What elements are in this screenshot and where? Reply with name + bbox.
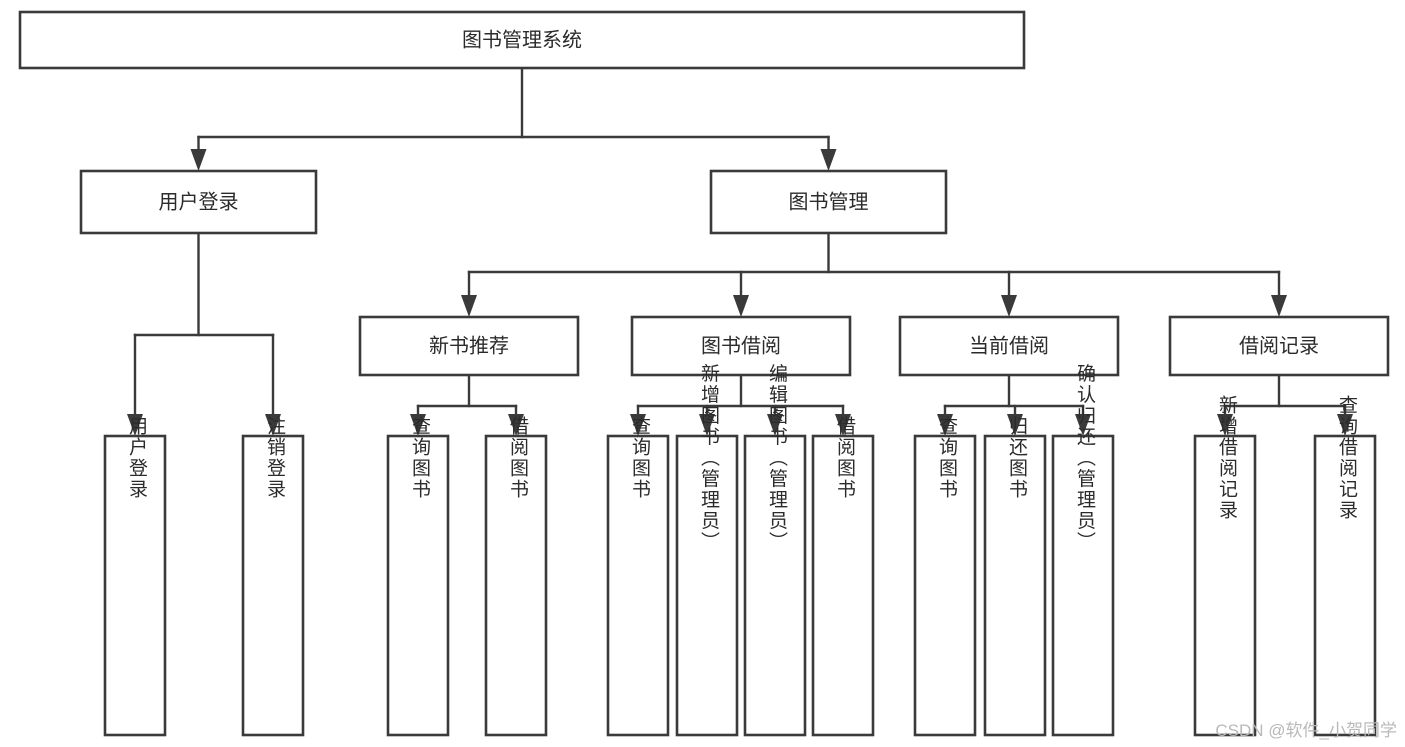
edge-group-book-borrow <box>630 373 851 436</box>
arrow-head-icon <box>190 149 207 171</box>
node-label-leaf-query-book-2: 查询图书 <box>629 416 651 500</box>
node-leaf-borrow-book-2[interactable]: 借阅图书 <box>811 416 875 737</box>
node-label-new-book-rec: 新书推荐 <box>429 334 509 357</box>
node-label-borrow-record: 借阅记录 <box>1239 334 1319 357</box>
node-leaf-add-book[interactable]: 新增图书（管理员） <box>675 363 739 737</box>
arrow-head-icon <box>1007 414 1023 436</box>
node-leaf-edit-book[interactable]: 编辑图书（管理员） <box>743 363 807 737</box>
edge-group-borrow-record <box>1217 373 1353 436</box>
node-current-borrow[interactable]: 当前借阅 <box>898 315 1120 377</box>
node-label-leaf-borrow-book-2: 借阅图书 <box>834 416 856 500</box>
node-user-login[interactable]: 用户登录 <box>79 169 318 235</box>
edges-layer <box>127 66 1353 436</box>
node-book-borrow[interactable]: 图书借阅 <box>630 315 852 377</box>
node-box-leaf-confirm-return <box>1051 434 1115 737</box>
node-box-leaf-query-book-3 <box>913 434 977 737</box>
node-box-borrow-record <box>1168 315 1390 377</box>
arrow-head-icon <box>1075 414 1091 436</box>
arrow-head-icon <box>767 414 783 436</box>
node-box-leaf-query-record <box>1313 434 1377 737</box>
arrow-head-icon <box>937 414 953 436</box>
node-leaf-return-book[interactable]: 归还图书 <box>983 416 1047 737</box>
node-root[interactable]: 图书管理系统 <box>18 10 1026 70</box>
arrow-head-icon <box>461 295 477 317</box>
watermark-label: CSDN @软件_小贺同学 <box>1215 721 1397 740</box>
arrow-head-icon <box>1337 414 1353 436</box>
node-leaf-query-record[interactable]: 查询借阅记录 <box>1313 395 1377 737</box>
node-box-leaf-query-book-1 <box>386 434 450 737</box>
node-box-leaf-borrow-book-1 <box>484 434 548 737</box>
edge-group-current-borrow <box>937 373 1091 436</box>
node-label-leaf-query-book-3: 查询图书 <box>936 416 958 500</box>
node-label-leaf-query-record: 查询借阅记录 <box>1336 395 1358 521</box>
node-box-leaf-user-login <box>103 434 167 737</box>
edge-group-new-book-rec <box>410 373 524 436</box>
arrow-head-icon <box>410 414 426 436</box>
node-label-leaf-query-book-1: 查询图书 <box>409 416 431 500</box>
node-label-book-manage: 图书管理 <box>789 190 869 213</box>
node-label-leaf-borrow-book-1: 借阅图书 <box>507 416 529 500</box>
node-box-leaf-query-book-2 <box>606 434 670 737</box>
edge-group-root <box>190 66 837 171</box>
node-box-leaf-user-logout <box>241 434 305 737</box>
arrow-head-icon <box>630 414 646 436</box>
node-new-book-rec[interactable]: 新书推荐 <box>358 315 580 377</box>
node-label-book-borrow: 图书借阅 <box>701 334 781 357</box>
node-box-user-login <box>79 169 318 235</box>
node-box-leaf-borrow-book-2 <box>811 434 875 737</box>
arrow-head-icon <box>733 295 749 317</box>
nodes-layer: 图书管理系统用户登录图书管理新书推荐图书借阅当前借阅借阅记录用户登录注销登录查询… <box>18 10 1390 737</box>
node-label-root: 图书管理系统 <box>462 28 582 51</box>
arrow-head-icon <box>1217 414 1233 436</box>
node-leaf-confirm-return[interactable]: 确认归还（管理员） <box>1051 363 1115 737</box>
node-label-leaf-return-book: 归还图书 <box>1006 416 1028 500</box>
node-label-leaf-add-record: 新增借阅记录 <box>1216 395 1238 521</box>
node-leaf-query-book-2[interactable]: 查询图书 <box>606 416 670 737</box>
node-box-root <box>18 10 1026 70</box>
arrow-head-icon <box>835 414 851 436</box>
node-leaf-query-book-1[interactable]: 查询图书 <box>386 416 450 737</box>
node-box-new-book-rec <box>358 315 580 377</box>
node-label-current-borrow: 当前借阅 <box>969 334 1049 357</box>
arrow-head-icon <box>1271 295 1287 317</box>
node-label-leaf-user-login: 用户登录 <box>126 416 148 500</box>
node-leaf-add-record[interactable]: 新增借阅记录 <box>1193 395 1257 737</box>
node-label-user-login: 用户登录 <box>159 190 239 213</box>
node-label-leaf-edit-book: 编辑图书（管理员） <box>766 363 788 552</box>
node-label-leaf-confirm-return: 确认归还（管理员） <box>1074 363 1096 552</box>
node-box-current-borrow <box>898 315 1120 377</box>
arrow-head-icon <box>820 149 837 171</box>
node-leaf-borrow-book-1[interactable]: 借阅图书 <box>484 416 548 737</box>
node-box-book-manage <box>709 169 948 235</box>
node-label-leaf-add-book: 新增图书（管理员） <box>698 363 720 552</box>
arrow-head-icon <box>508 414 524 436</box>
arrow-head-icon <box>265 414 281 436</box>
node-box-leaf-add-book <box>675 434 739 737</box>
node-leaf-user-logout[interactable]: 注销登录 <box>241 416 305 737</box>
node-box-leaf-add-record <box>1193 434 1257 737</box>
edge-group-book-manage <box>461 231 1287 317</box>
node-box-leaf-edit-book <box>743 434 807 737</box>
node-label-leaf-user-logout: 注销登录 <box>264 416 286 500</box>
arrow-head-icon <box>1001 295 1017 317</box>
node-leaf-query-book-3[interactable]: 查询图书 <box>913 416 977 737</box>
node-leaf-user-login[interactable]: 用户登录 <box>103 416 167 737</box>
node-book-manage[interactable]: 图书管理 <box>709 169 948 235</box>
arrow-head-icon <box>127 414 143 436</box>
node-box-book-borrow <box>630 315 852 377</box>
node-box-leaf-return-book <box>983 434 1047 737</box>
arrow-head-icon <box>699 414 715 436</box>
edge-group-user-login <box>127 231 281 436</box>
node-borrow-record[interactable]: 借阅记录 <box>1168 315 1390 377</box>
